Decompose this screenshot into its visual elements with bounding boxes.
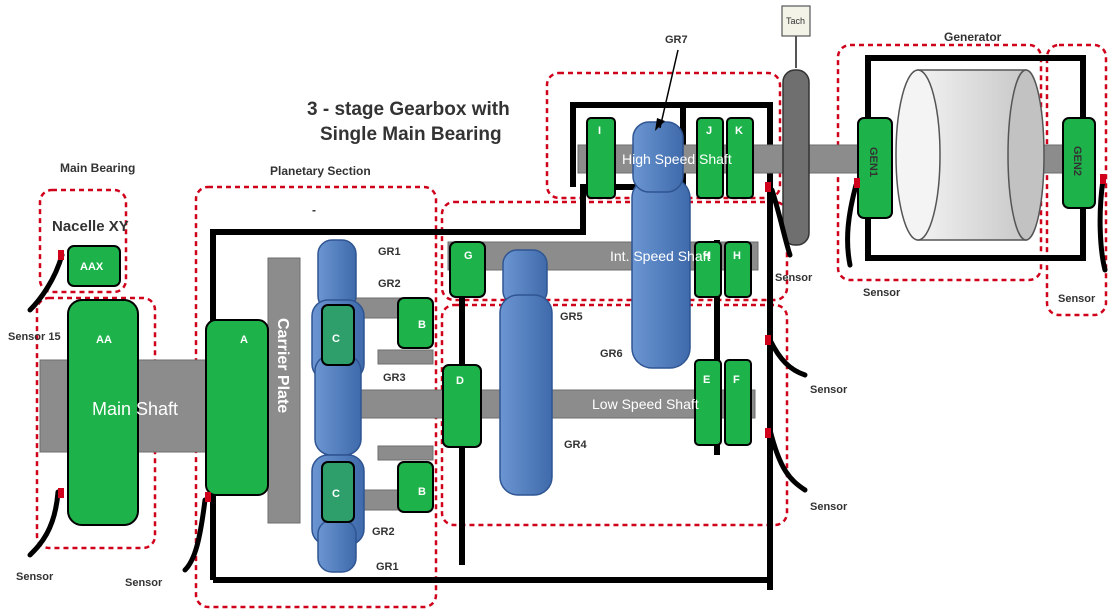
bearing-f — [724, 359, 752, 446]
gr2-upper-label: GR2 — [378, 278, 401, 290]
nacelle-xy-label: Nacelle XY — [52, 218, 129, 235]
bearing-c-lower — [321, 461, 355, 523]
sensor-tip — [854, 178, 860, 188]
bearing-d — [442, 364, 482, 448]
low-speed-shaft-label: Low Speed Shaft — [592, 396, 699, 412]
gr3-bar — [377, 349, 434, 365]
gr5-label: GR5 — [560, 311, 583, 323]
region-gen2 — [1045, 43, 1108, 317]
gr7-arrowhead — [655, 118, 665, 131]
bearing-aax-label: AAX — [80, 261, 104, 273]
sensor-carrier-label: Sensor — [125, 577, 163, 589]
sensor-gen1-cable — [845, 182, 859, 268]
sensor-main-cable — [27, 489, 61, 558]
sensor-hss-label: Sensor — [775, 272, 813, 284]
bearing-i — [586, 117, 616, 199]
sensor-tip — [58, 250, 64, 260]
brake-disc — [782, 69, 810, 246]
bearing-k — [726, 117, 754, 199]
sensor-gen2-label: Sensor — [1058, 293, 1096, 305]
bearing-c-upper — [321, 304, 355, 366]
gr3-label: GR3 — [383, 372, 406, 384]
bearing-gen2-label: GEN2 — [1071, 146, 1083, 176]
bearing-gen2 — [1062, 117, 1096, 209]
bearing-k-label: K — [735, 125, 743, 137]
sensor-hss-cable — [769, 187, 793, 258]
gr3-sun-gear — [314, 354, 362, 456]
bearing-gen1 — [857, 117, 893, 219]
sensor-tip — [765, 428, 771, 438]
tach-box — [781, 5, 811, 37]
bearing-d-label: D — [456, 375, 464, 387]
sensor-15-label: Sensor 15 — [8, 331, 61, 343]
bearing-h2-label: H — [733, 250, 741, 262]
sensor-carrier-cable — [182, 497, 208, 573]
sensor-tip — [765, 335, 771, 345]
gr3-bar-2 — [377, 445, 434, 461]
gr1-lower-label: GR1 — [376, 561, 399, 573]
gr2-lower-label: GR2 — [372, 526, 395, 538]
bearing-g — [449, 241, 486, 298]
sensor-gen1-label: Sensor — [863, 287, 901, 299]
sensor-int-cable — [767, 337, 808, 378]
bearing-f-label: F — [733, 374, 740, 386]
gr4-gear — [499, 294, 553, 496]
tach-label: Tach — [786, 16, 805, 26]
bearing-c-lower-label: C — [332, 488, 340, 500]
gearbox-housing — [210, 102, 686, 510]
sensor-tip — [58, 488, 64, 498]
bearing-a-label: A — [240, 334, 248, 346]
gr1-lower-gear — [317, 519, 357, 573]
gr1-upper-label: GR1 — [378, 246, 401, 258]
gr6-gear — [631, 177, 691, 369]
carrier-plate — [267, 257, 301, 524]
sensor-tip — [765, 182, 771, 192]
gr4-label: GR4 — [564, 439, 588, 451]
bearing-c-upper-label: C — [332, 333, 340, 345]
bearing-j-label: J — [706, 125, 712, 137]
bearing-b-lower-label: B — [418, 486, 426, 498]
sensor-low-label: Sensor — [810, 501, 848, 513]
sensor-15-cable — [27, 252, 65, 313]
main-bearing-label: Main Bearing — [60, 161, 135, 175]
bearing-i-label: I — [598, 125, 601, 137]
carrier-plate-label: Carrier Plate — [274, 318, 291, 413]
title-line2: Single Main Bearing — [320, 124, 502, 145]
sensor-tip — [1100, 174, 1106, 184]
int-speed-shaft-label: Int. Speed Shaft — [610, 248, 711, 264]
bearing-a — [205, 319, 269, 496]
generator-drum — [895, 69, 1045, 241]
bearing-e — [694, 359, 722, 446]
sensor-tip — [205, 492, 211, 502]
sensor-low-cable — [767, 427, 808, 493]
bearing-aa-label: AA — [96, 334, 112, 346]
bearing-h2 — [724, 241, 752, 298]
bearing-gen1-label: GEN1 — [867, 147, 879, 177]
bearing-b-upper — [397, 297, 434, 349]
low-speed-shaft — [354, 389, 756, 419]
generator-label: Generator — [944, 30, 1002, 44]
bearing-b-upper-label: B — [418, 319, 426, 331]
bearing-aax — [67, 245, 121, 287]
bearing-b-lower — [397, 461, 434, 513]
sensor-int-label: Sensor — [810, 384, 848, 396]
bearing-h1-label: H — [703, 250, 711, 262]
main-shaft-label: Main Shaft — [92, 399, 178, 419]
gr6-label: GR6 — [600, 348, 623, 360]
bearing-g-label: G — [464, 250, 473, 262]
planetary-section-label: Planetary Section — [270, 164, 371, 178]
region-nacelle-xy — [38, 188, 128, 294]
planetary-dash: - — [312, 203, 316, 217]
title-line1: 3 - stage Gearbox with — [307, 99, 510, 120]
sensor-main-label: Sensor — [16, 571, 54, 583]
high-speed-shaft-label: High Speed Shaft — [622, 151, 732, 167]
gr7-label: GR7 — [665, 34, 688, 46]
bearing-j — [696, 117, 724, 199]
gr7-arrow — [659, 49, 679, 129]
sensor-gen2-cable — [1097, 177, 1108, 273]
bearing-h1 — [694, 241, 722, 298]
bearing-aa — [67, 299, 139, 526]
bearing-e-label: E — [703, 374, 710, 386]
